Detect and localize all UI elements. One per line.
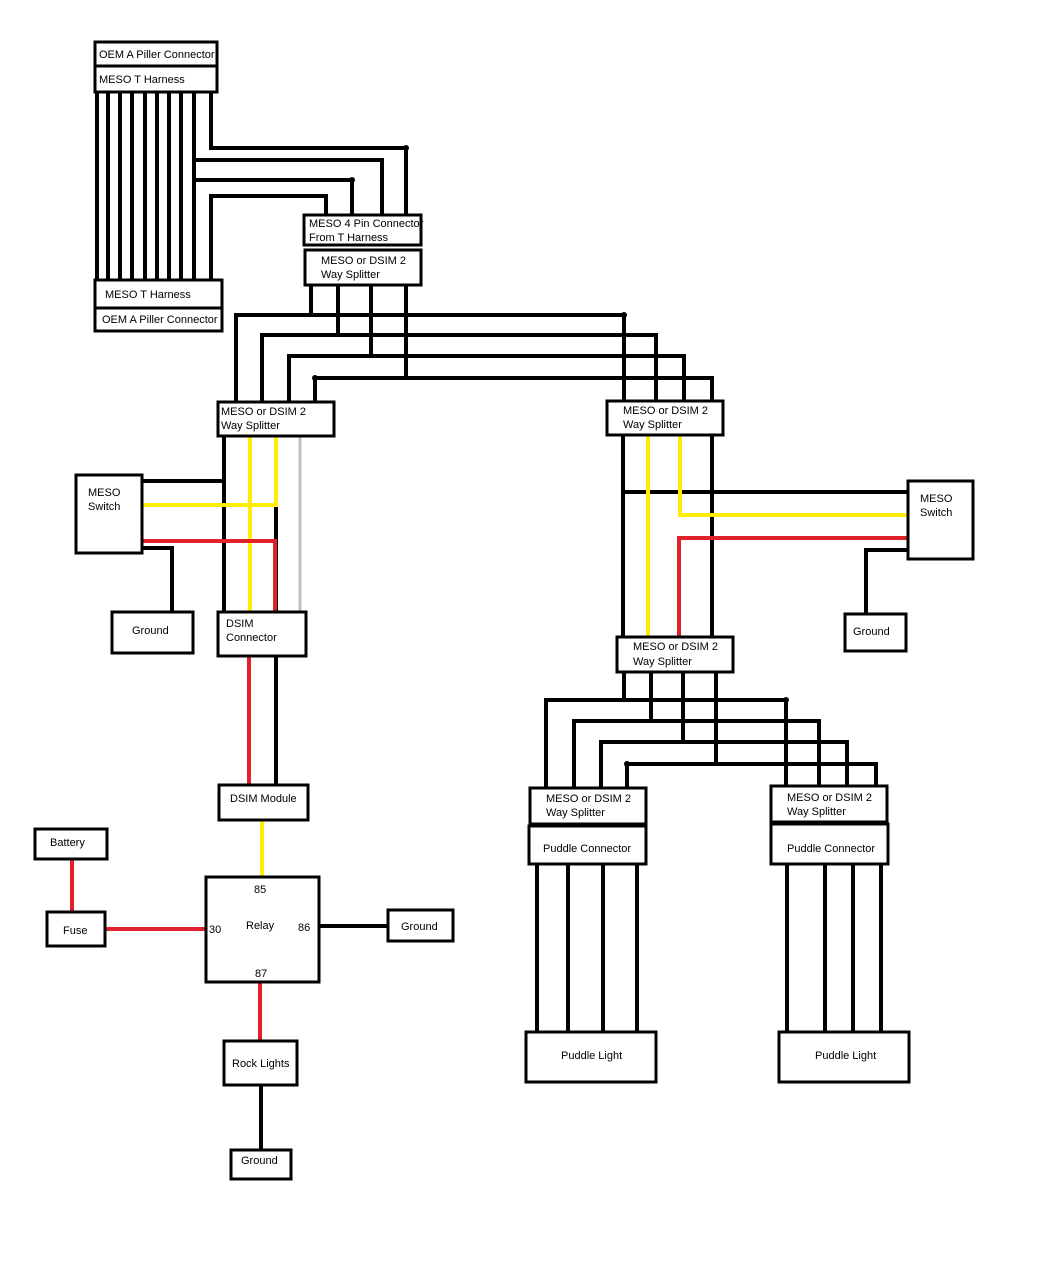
splitter-left-label-line2: Way Splitter — [221, 420, 280, 432]
ground-right-label: Ground — [853, 626, 890, 638]
splitter-puddle-left-label-line2: Way Splitter — [546, 807, 605, 819]
splitter-right-label-line2: Way Splitter — [623, 419, 682, 431]
meso-switch-left: MESO Switch — [74, 473, 144, 555]
meso-4-pin-connector-label-line1: MESO 4 Pin Connector — [309, 218, 424, 230]
dsim-connector-label-line1: DSIM — [226, 618, 254, 630]
oem-a-piller-connector-bottom: OEM A Piller Connector — [93, 306, 224, 333]
meso-switch-right-label-line2: Switch — [920, 507, 952, 519]
junction-dots — [312, 145, 789, 767]
relay-pin-30: 30 — [209, 924, 221, 936]
meso-switch-right-label-line1: MESO — [920, 493, 953, 505]
ground-right: Ground — [843, 612, 908, 653]
puddle-light-right-label: Puddle Light — [815, 1050, 876, 1062]
relay-pin-86: 86 — [298, 922, 310, 934]
meso-switch-right: MESO Switch — [906, 479, 975, 561]
fuse: Fuse — [45, 910, 107, 948]
splitter-right-label-line1: MESO or DSIM 2 — [623, 405, 708, 417]
splitter-puddle-right-label-line1: MESO or DSIM 2 — [787, 792, 872, 804]
puddle-light-wires — [535, 864, 883, 1032]
splitter-mid-right: MESO or DSIM 2 Way Splitter — [615, 635, 735, 674]
battery: Battery — [33, 827, 109, 861]
meso-t-harness-top: MESO T Harness — [93, 64, 219, 94]
oem-a-piller-connector-bottom-label: OEM A Piller Connector — [102, 314, 218, 326]
relay-pin-87: 87 — [255, 968, 267, 980]
meso-4-pin-connector: MESO 4 Pin Connector From T Harness — [302, 213, 424, 247]
meso-4-pin-connector-label-line2: From T Harness — [309, 232, 389, 244]
dsim-module-label: DSIM Module — [230, 793, 297, 805]
oem-a-piller-connector-top: OEM A Piller Connector — [93, 40, 219, 68]
splitter-puddle-right: MESO or DSIM 2 Way Splitter — [769, 784, 889, 824]
fuse-label: Fuse — [63, 925, 87, 937]
t-harness-bundle — [95, 92, 196, 282]
splitter-top: MESO or DSIM 2 Way Splitter — [303, 248, 423, 287]
puddle-light-left-label: Puddle Light — [561, 1050, 622, 1062]
dsim-connector-to-module — [247, 656, 278, 786]
splitter-puddle-left: MESO or DSIM 2 Way Splitter — [528, 786, 648, 826]
splitter-left: MESO or DSIM 2 Way Splitter — [216, 400, 336, 438]
puddle-light-left: Puddle Light — [524, 1030, 658, 1084]
oem-a-piller-connector-top-label: OEM A Piller Connector — [99, 49, 215, 61]
rock-lights-label: Rock Lights — [232, 1058, 290, 1070]
meso-switch-left-label-line1: MESO — [88, 487, 121, 499]
puddle-connector-left: Puddle Connector — [527, 824, 648, 866]
puddle-distribution — [544, 672, 878, 789]
relay: 85 30 Relay 86 87 — [204, 875, 321, 984]
top-splitter-distribution — [234, 285, 714, 403]
battery-label: Battery — [50, 837, 85, 849]
wires — [70, 92, 908, 1151]
relay-label: Relay — [246, 920, 275, 932]
splitter-mid-right-label-line1: MESO or DSIM 2 — [633, 641, 718, 653]
splitter-mid-right-label-line2: Way Splitter — [633, 656, 692, 668]
t-harness-branch-wires — [194, 92, 408, 282]
ground-left-label: Ground — [132, 625, 169, 637]
rock-lights: Rock Lights — [222, 1039, 299, 1087]
puddle-connector-left-label: Puddle Connector — [543, 843, 631, 855]
splitter-puddle-left-label-line1: MESO or DSIM 2 — [546, 793, 631, 805]
splitter-right: MESO or DSIM 2 Way Splitter — [605, 399, 725, 437]
ground-relay-label: Ground — [401, 921, 438, 933]
ground-relay: Ground — [386, 908, 455, 943]
meso-t-harness-bottom: MESO T Harness — [93, 278, 224, 310]
meso-t-harness-top-label: MESO T Harness — [99, 74, 185, 86]
ground-rock: Ground — [229, 1148, 293, 1181]
puddle-connector-right: Puddle Connector — [769, 822, 890, 866]
relay-pin-85: 85 — [254, 884, 266, 896]
puddle-connector-right-label: Puddle Connector — [787, 843, 875, 855]
meso-switch-left-label-line2: Switch — [88, 501, 120, 513]
splitter-top-label-line1: MESO or DSIM 2 — [321, 255, 406, 267]
dsim-module: DSIM Module — [217, 783, 310, 822]
power-wires — [70, 858, 388, 1151]
ground-rock-label: Ground — [241, 1155, 278, 1167]
puddle-light-right: Puddle Light — [777, 1030, 911, 1084]
right-branch-wires — [621, 434, 908, 637]
dsim-connector-label-line2: Connector — [226, 632, 277, 644]
ground-left: Ground — [110, 610, 195, 655]
dsim-connector: DSIM Connector — [216, 610, 308, 658]
splitter-top-label-line2: Way Splitter — [321, 269, 380, 281]
meso-t-harness-bottom-label: MESO T Harness — [105, 289, 191, 301]
left-branch-wires — [142, 436, 302, 613]
splitter-puddle-right-label-line2: Way Splitter — [787, 806, 846, 818]
splitter-left-label-line1: MESO or DSIM 2 — [221, 406, 306, 418]
